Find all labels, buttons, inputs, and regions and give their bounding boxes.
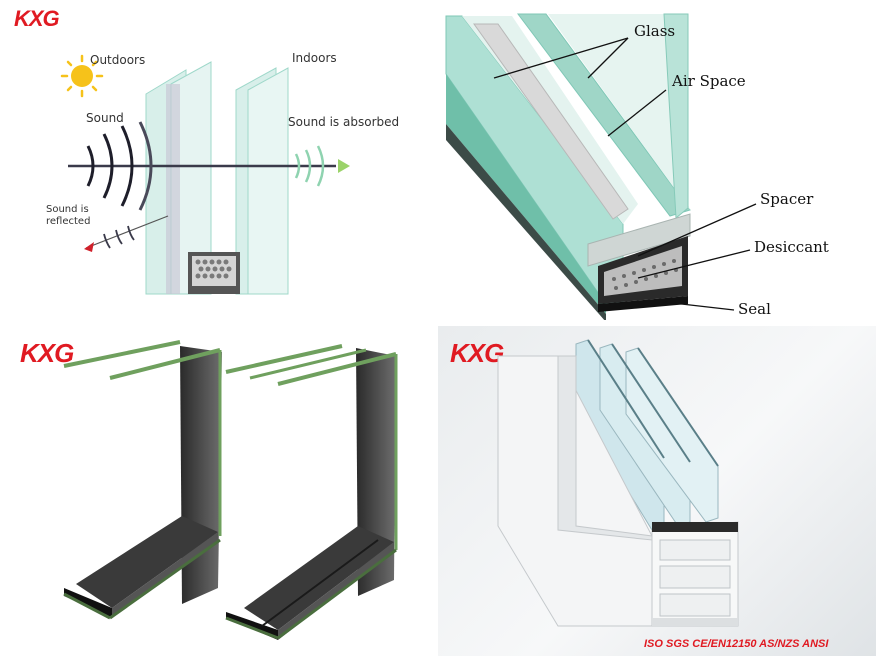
brand-logo: KXG: [14, 6, 60, 31]
section-diagram: Glass Air Space Spacer Desiccant Seal: [445, 13, 829, 320]
profile-render: [497, 339, 739, 627]
double-glazed-unit-1: [61, 340, 222, 620]
brand-logo: KXG: [20, 338, 74, 368]
seal-strip: [598, 296, 688, 312]
sound-label: Sound: [86, 111, 124, 125]
reflected-label-line2: reflected: [46, 216, 90, 227]
air-space-label: Air Space: [671, 72, 746, 90]
upvc-frame-profile: [497, 355, 739, 627]
desiccant-label: Desiccant: [754, 238, 829, 256]
inner-glass-pane: [235, 67, 289, 295]
glass-section-panel: Glass Air Space Spacer Desiccant Seal: [438, 4, 876, 320]
sound-wave-icon: [86, 121, 153, 211]
units-render: [61, 340, 398, 640]
sound-insulation-panel: KXG: [6, 4, 432, 320]
outdoors-label: Outdoors: [90, 53, 145, 67]
brand-logo: KXG: [450, 338, 504, 368]
absorbed-label: Sound is absorbed: [288, 115, 399, 129]
indoors-label: Indoors: [292, 51, 337, 65]
certification-label: ISO SGS CE/EN12150 AS/NZS ANSI: [644, 638, 829, 650]
reflected-wave-icon: [84, 215, 169, 252]
sun-icon: [60, 54, 104, 98]
spacer-label: Spacer: [760, 190, 814, 208]
seal-label: Seal: [738, 300, 771, 318]
window-profile-panel: KXG ISO SGS CE/EN12150 AS/NZS ANSI: [438, 326, 876, 656]
absorbed-wave-icon: [294, 145, 325, 187]
sound-diagram: Outdoors Indoors Sound Sound is absorbed…: [46, 51, 399, 295]
reflected-label-line1: Sound is: [46, 204, 89, 215]
spacer-block: [188, 252, 240, 294]
insulated-units-panel: KXG: [6, 326, 432, 656]
arrow-icon: [338, 159, 350, 173]
glass-label: Glass: [634, 22, 675, 40]
triple-glazed-unit-2: [223, 344, 398, 640]
spacer-block: [598, 236, 688, 304]
